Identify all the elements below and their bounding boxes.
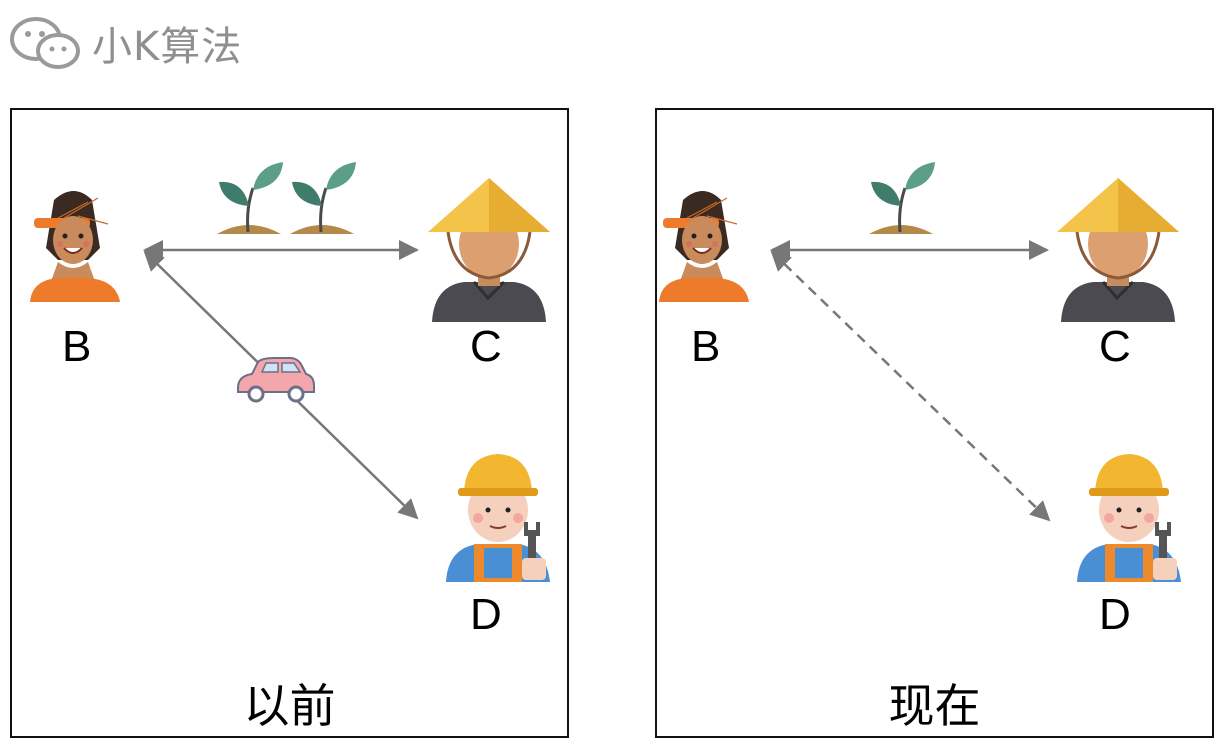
person-d-avatar [446, 454, 550, 582]
person-b-avatar [659, 191, 749, 302]
person-c-avatar [428, 178, 550, 322]
panel-now: B C D 现在 [655, 108, 1214, 738]
node-label-d: D [1099, 590, 1131, 639]
brand-header: 小K算法 [8, 12, 242, 74]
node-label-b: B [62, 322, 92, 371]
panel-before-graphics [30, 162, 550, 582]
brand-name: 小K算法 [92, 24, 243, 70]
person-c-avatar [1057, 178, 1179, 322]
node-label-c: C [470, 322, 502, 371]
wechat-icon [10, 17, 80, 69]
edge-b-d-dashed [770, 250, 1051, 522]
panel-caption: 现在 [888, 679, 981, 733]
panel-before: B C D 以前 [10, 108, 569, 738]
sprout-icon [217, 162, 283, 234]
panel-caption: 以前 [243, 679, 336, 733]
node-label-b: B [691, 322, 721, 371]
panel-now-graphics [659, 162, 1181, 582]
person-d-avatar [1077, 454, 1181, 582]
person-b-avatar [30, 191, 120, 302]
sprout-icon [869, 162, 935, 234]
car-icon [237, 357, 315, 403]
node-label-d: D [470, 590, 502, 639]
node-label-c: C [1099, 322, 1131, 371]
sprout-icon [290, 162, 356, 234]
